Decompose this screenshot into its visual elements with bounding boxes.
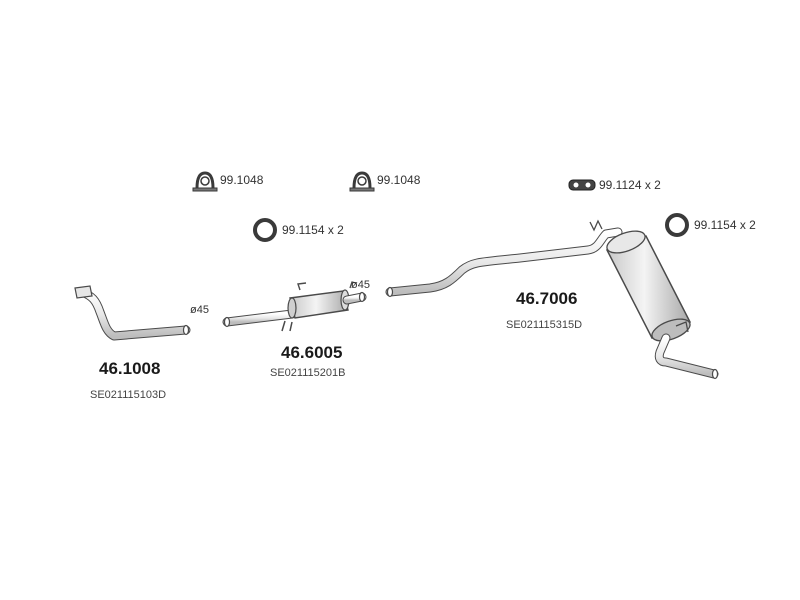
seal-ring-icon [253,218,277,242]
diameter-label: ø45 [351,279,370,291]
part-number-label: 46.1008 [99,359,161,378]
seal-ring-code-label: 99.1154 x 2 [694,218,756,232]
seal-ring-icon [665,213,689,237]
clamp-code-label: 99.1048 [220,173,264,187]
part-reference-label: SE021115315D [506,319,583,331]
part-reference-label: SE021115201B [270,367,346,379]
seal-ring-code-label: 99.1154 x 2 [282,223,344,237]
diameter-label: ø45 [190,304,209,316]
pipe-clamp-icon [349,171,375,192]
part-reference-label: SE021115103D [90,389,167,401]
part-number-label: 46.7006 [516,289,578,308]
part-number-label: 46.6005 [281,343,343,362]
pipe-clamp-icon [192,171,218,192]
rear-silencer-46-7006 [385,219,719,380]
clamp-code-label: 99.1048 [377,173,421,187]
rubber-mount-icon [568,179,596,191]
mount-code-label: 99.1124 x 2 [599,178,661,192]
middle-silencer-46-6005 [222,281,367,332]
front-pipe-46-1008 [74,285,191,341]
